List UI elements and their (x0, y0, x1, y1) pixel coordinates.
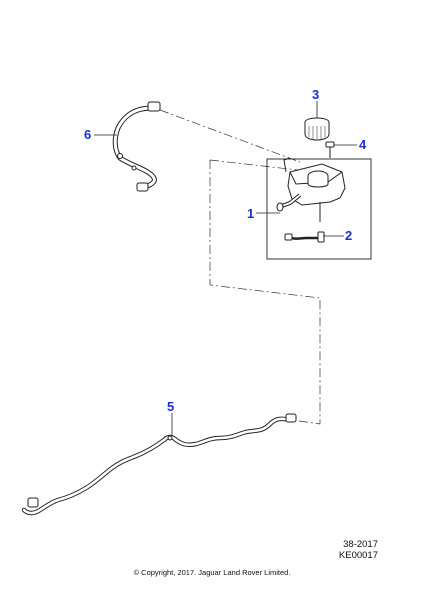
date-code: 38-2017 (343, 539, 378, 550)
main-harness (21, 413, 297, 516)
copyright-notice: © Copyright, 2017. Jaguar Land Rover Lim… (133, 568, 291, 577)
leader-lines (94, 101, 357, 436)
callout-5: 5 (167, 399, 174, 414)
bolt (325, 141, 335, 158)
callout-1: 1 (247, 206, 254, 221)
reservoir-cap (304, 117, 330, 141)
reservoir-assembly-box (266, 158, 372, 260)
coolant-reservoir (276, 157, 346, 222)
level-sensor (284, 231, 325, 243)
callout-6: 6 (84, 127, 91, 142)
upper-hose (112, 101, 161, 192)
callout-2: 2 (345, 228, 352, 243)
diagram-code: KE00017 (338, 550, 378, 561)
callout-3: 3 (312, 87, 319, 102)
callout-4: 4 (359, 137, 367, 152)
dash-dot-connectors (159, 109, 321, 425)
